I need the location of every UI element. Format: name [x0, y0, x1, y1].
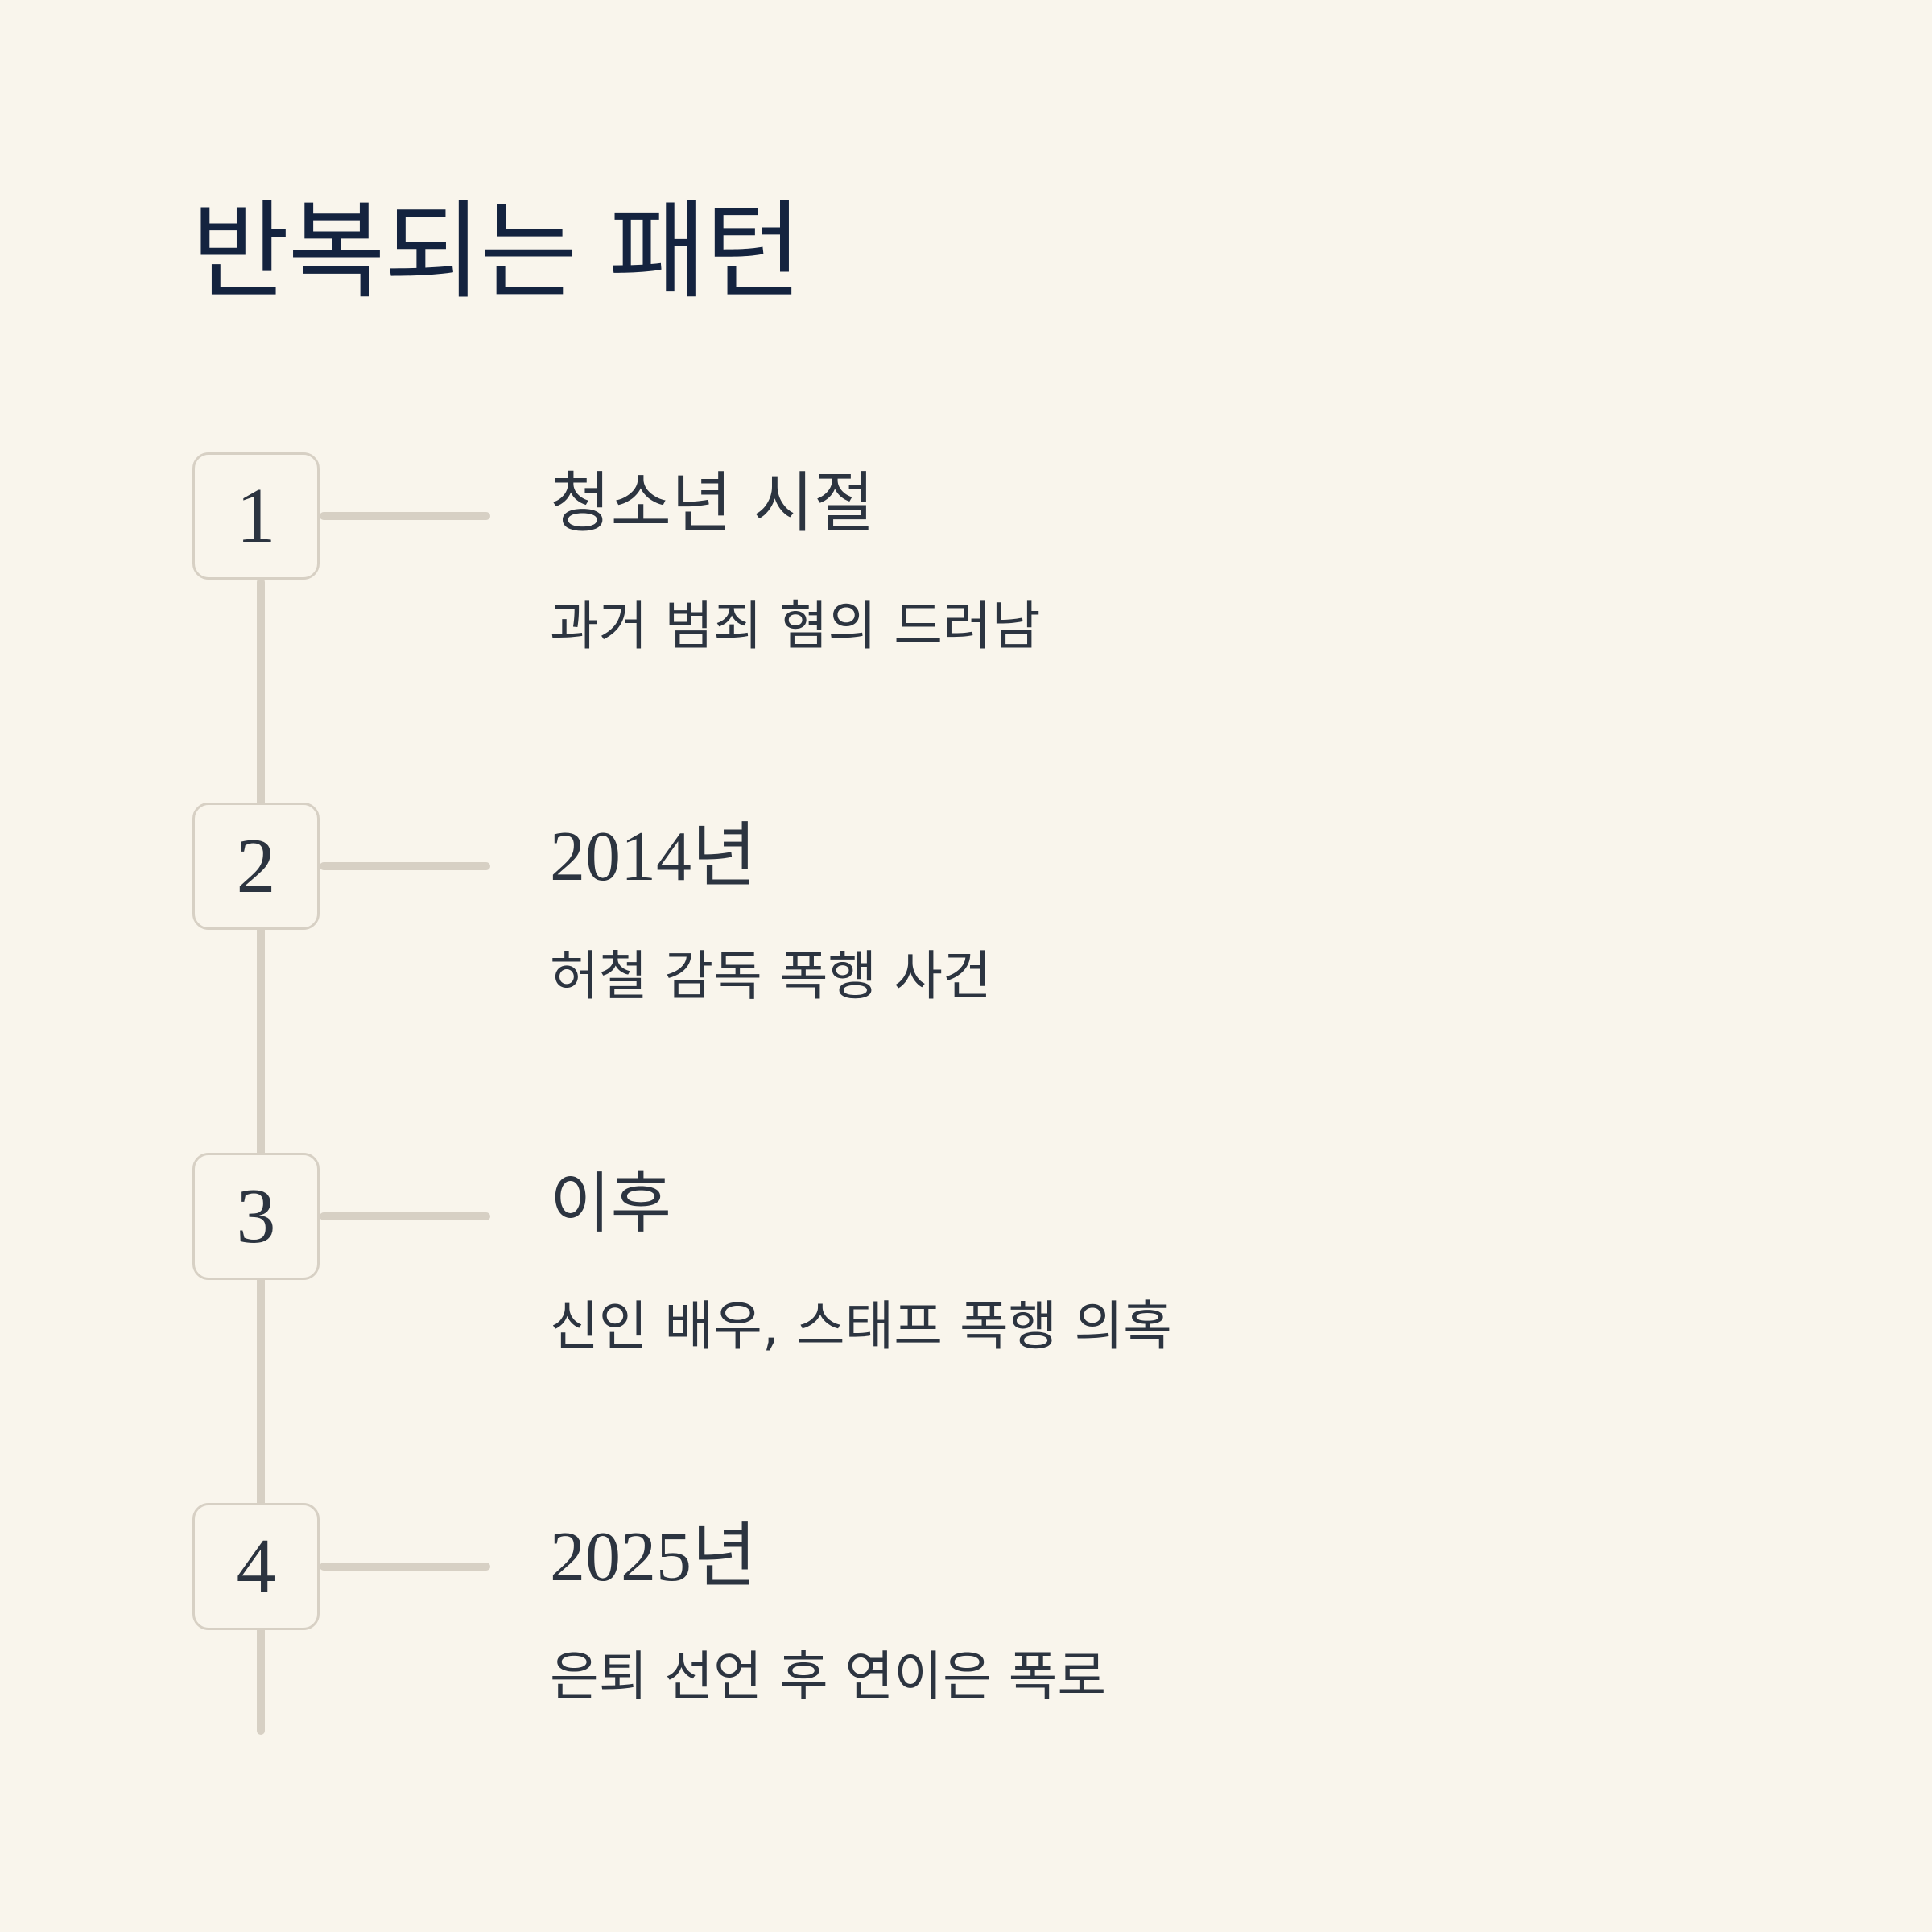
step-number-badge: 3: [192, 1153, 320, 1280]
timeline-step-4: 4 2025년 은퇴 선언 후 연이은 폭로: [0, 1503, 1932, 1744]
step-description: 은퇴 선언 후 연이은 폭로: [550, 1645, 1107, 1707]
step-title: 2014년: [550, 818, 757, 896]
timeline-step-1: 1 청소년 시절 과거 범죄 혐의 드러남: [0, 452, 1932, 694]
step-title: 청소년 시절: [550, 465, 875, 542]
step-description: 신인 배우, 스태프 폭행 의혹: [550, 1295, 1172, 1357]
step-connector: [320, 1212, 490, 1220]
step-number-badge: 2: [192, 803, 320, 930]
step-connector: [320, 1563, 490, 1571]
step-number-badge: 1: [192, 452, 320, 580]
step-connector: [320, 512, 490, 520]
step-title: 이후: [550, 1166, 671, 1242]
page-title: 반복되는 패턴: [192, 190, 803, 314]
step-description: 과거 범죄 혐의 드러남: [550, 595, 1041, 657]
step-description: 허철 감독 폭행 사건: [550, 945, 992, 1007]
step-number-badge: 4: [192, 1503, 320, 1630]
step-connector: [320, 862, 490, 870]
timeline-step-2: 2 2014년 허철 감독 폭행 사건: [0, 803, 1932, 1044]
step-title: 2025년: [550, 1518, 757, 1596]
timeline-step-3: 3 이후 신인 배우, 스태프 폭행 의혹: [0, 1153, 1932, 1394]
